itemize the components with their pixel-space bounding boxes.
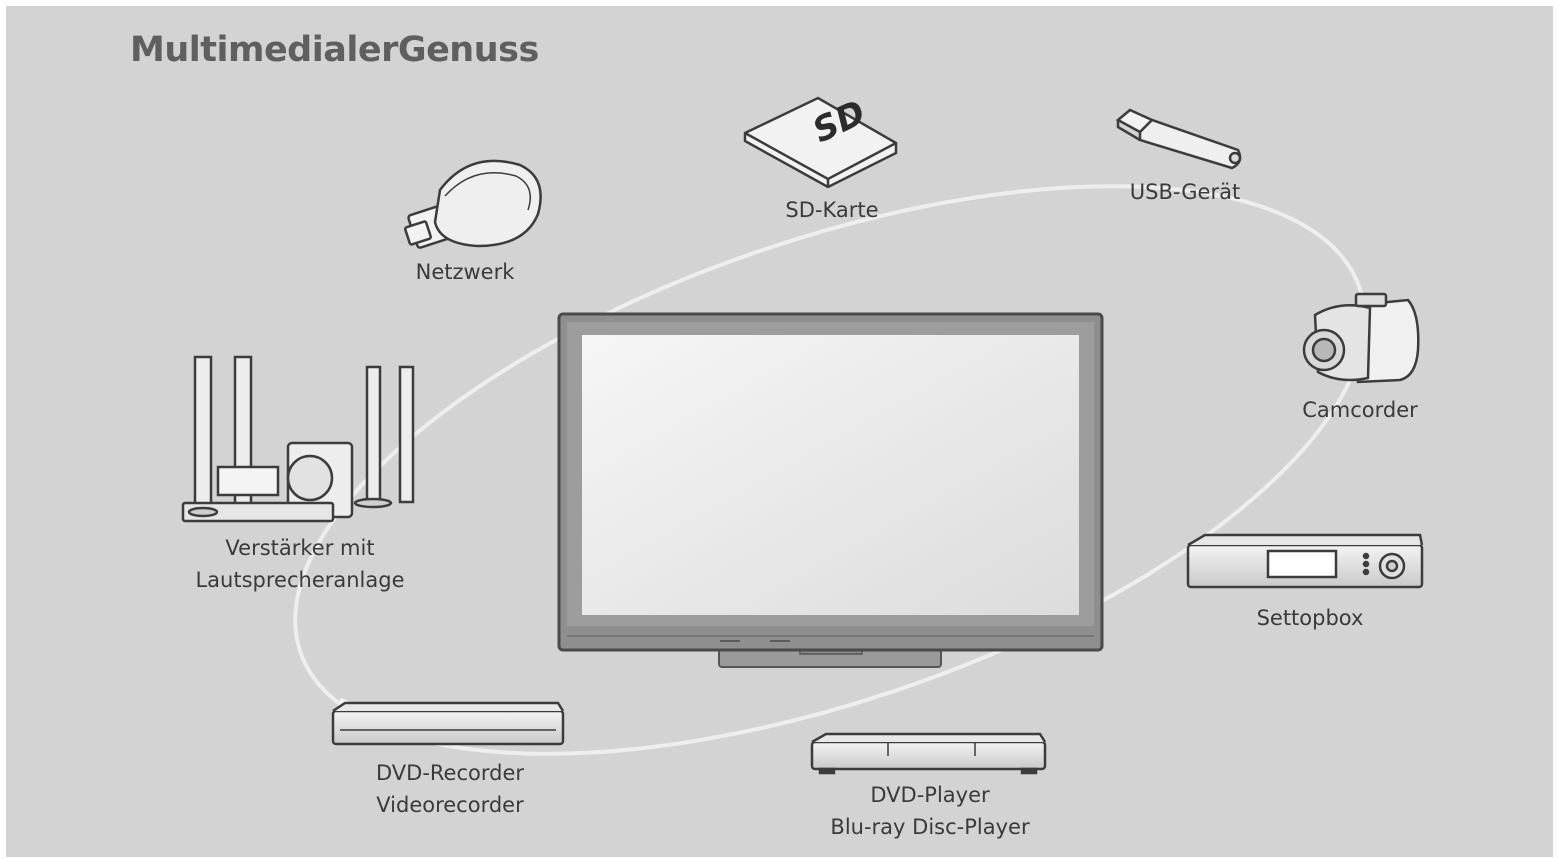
camcorder-label: Camcorder <box>1302 398 1418 422</box>
dvd-player-label-line2: Blu-ray Disc-Player <box>830 815 1030 839</box>
dvd-player-label-line1: DVD-Player <box>870 783 990 807</box>
usb-label: USB-Gerät <box>1129 180 1241 204</box>
sd-card-icon: SD <box>743 93 898 189</box>
dvd-player-label: DVD-Player Blu-ray Disc-Player <box>815 779 1045 843</box>
amplifier-label: Verstärker mit Lautsprecheranlage <box>190 532 410 596</box>
dvd-recorder-label-line1: DVD-Recorder <box>375 761 525 785</box>
dvd-recorder-icon <box>331 701 565 746</box>
settopbox-label: Settopbox <box>1256 606 1364 630</box>
tv-icon <box>557 312 1104 668</box>
usb-stick-icon <box>1115 108 1242 170</box>
amplifier-label-line2: Lautsprecheranlage <box>195 568 405 592</box>
sd-card-label: SD-Karte <box>785 198 879 222</box>
speaker-system-icon <box>181 355 415 523</box>
dvd-player-icon <box>810 732 1047 775</box>
dvd-recorder-label-line2: Videorecorder <box>376 793 524 817</box>
settopbox-icon <box>1186 533 1424 589</box>
camcorder-icon <box>1302 292 1420 384</box>
connection-orbit <box>293 184 1367 756</box>
network-label: Netzwerk <box>415 260 515 284</box>
dvd-recorder-label: DVD-Recorder Videorecorder <box>350 757 550 821</box>
wireless-adapter-icon <box>404 159 542 249</box>
page-title: MultimedialerGenuss <box>130 30 539 70</box>
amplifier-label-line1: Verstärker mit <box>225 536 375 560</box>
